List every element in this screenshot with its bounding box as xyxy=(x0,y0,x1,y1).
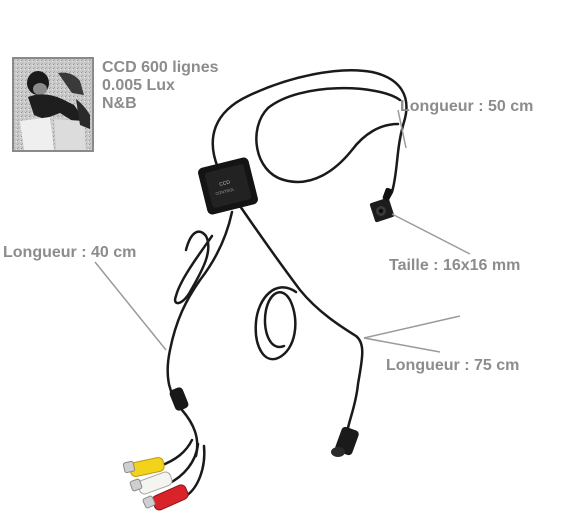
bw-sample-photo-icon xyxy=(14,59,92,150)
rca-plug-yellow-icon xyxy=(122,457,165,477)
rca-branch-white xyxy=(166,442,200,486)
sample-photo-thumbnail xyxy=(12,57,94,152)
rca-plug-white-icon xyxy=(129,471,173,495)
power-cable-coil xyxy=(254,286,298,361)
dc-power-jack-icon xyxy=(331,426,359,457)
cable-splitter-icon xyxy=(169,387,189,411)
camera-specs: CCD 600 lignes 0.005 Lux N&B xyxy=(102,59,218,113)
leader-line-75a xyxy=(363,315,461,339)
leader-line-50 xyxy=(397,109,407,149)
video-cable xyxy=(166,210,234,458)
video-cable-length-label: Longueur : 40 cm xyxy=(3,244,137,261)
svg-text:CONTROL: CONTROL xyxy=(215,186,236,196)
spec-sensitivity: 0.005 Lux xyxy=(102,77,175,94)
camera-control-box-icon: CCD CONTROL xyxy=(198,157,258,215)
pinhole-camera-icon xyxy=(369,187,395,223)
svg-text:CCD: CCD xyxy=(219,179,231,188)
camera-size-label: Taille : 16x16 mm xyxy=(389,257,521,274)
rca-branch-red xyxy=(184,444,206,498)
camera-cable xyxy=(211,69,408,210)
power-cable xyxy=(238,204,364,430)
power-cable-length-label: Longueur : 75 cm xyxy=(386,357,520,374)
leader-line-size xyxy=(391,213,471,255)
video-cable-coil xyxy=(173,230,214,305)
camera-cable-loop xyxy=(255,86,402,184)
leader-line-75b xyxy=(363,337,441,353)
rca-branch-yellow xyxy=(158,438,194,468)
spec-color-mode: N&B xyxy=(102,95,137,112)
leader-line-40 xyxy=(94,261,167,351)
rca-plug-red-icon xyxy=(142,484,189,511)
spec-resolution: CCD 600 lignes xyxy=(102,59,219,76)
camera-cable-length-label: Longueur : 50 cm xyxy=(400,98,534,115)
